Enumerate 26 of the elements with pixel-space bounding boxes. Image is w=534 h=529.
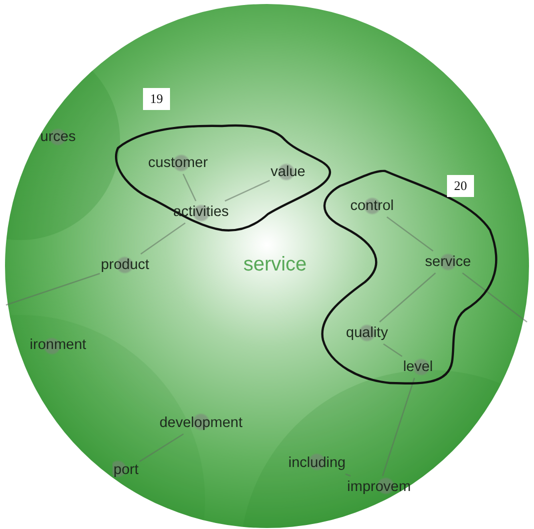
keyword-label: control xyxy=(350,198,394,214)
keyword-label: customer xyxy=(148,155,208,171)
center-label: service xyxy=(243,254,307,276)
connector-line xyxy=(139,433,184,462)
cluster-number: 20 xyxy=(447,175,474,197)
cluster-number: 19 xyxy=(143,88,170,110)
connector-line xyxy=(382,378,416,476)
keyword-label: port xyxy=(114,462,138,478)
keyword-label: improvem xyxy=(347,479,411,495)
connector-line xyxy=(140,222,186,255)
keyword-label: level xyxy=(403,359,433,375)
keyword-label: quality xyxy=(346,325,388,341)
keyword-label: urces xyxy=(40,129,76,145)
keyword-label: value xyxy=(270,164,306,180)
connector-line xyxy=(379,272,436,322)
keyword-label: product xyxy=(100,257,150,273)
keyword-label: ironment xyxy=(30,337,86,353)
keyword-label: service xyxy=(425,254,471,270)
connector-line xyxy=(462,272,528,323)
keyword-label: development xyxy=(159,415,243,431)
connector-line xyxy=(383,343,402,357)
keyword-label: including xyxy=(288,455,346,471)
connector-line xyxy=(224,180,270,202)
connector-line xyxy=(182,174,196,202)
connector-line xyxy=(6,272,100,306)
connector-line xyxy=(386,216,434,252)
